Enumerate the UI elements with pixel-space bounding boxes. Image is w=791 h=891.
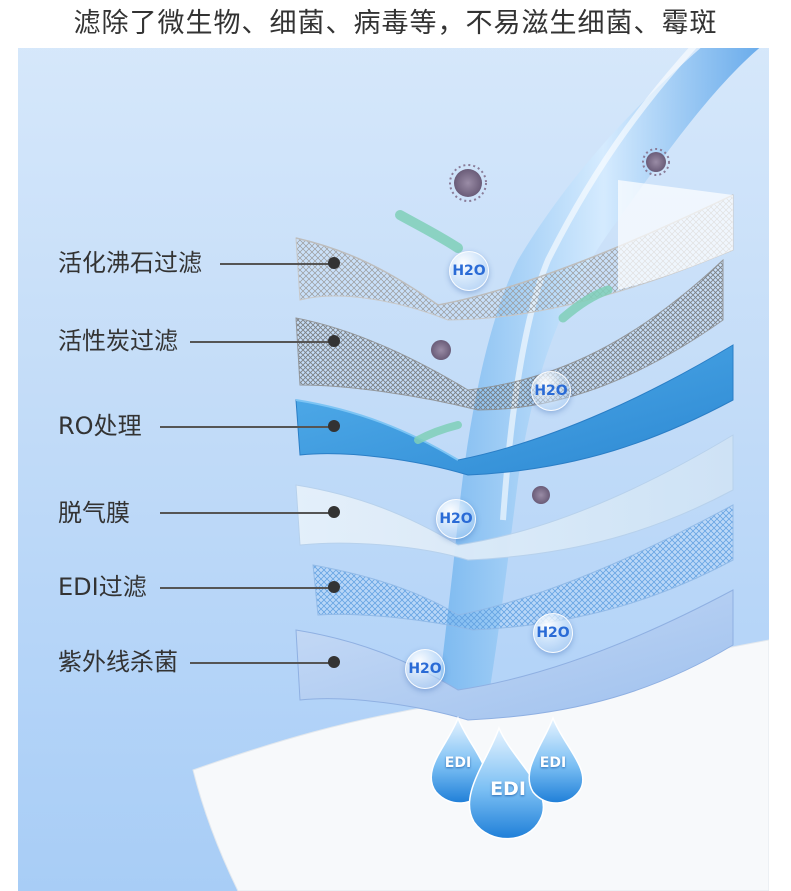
leader-line [220,263,334,265]
layer-label-zeolite: 活化沸石过滤 [58,249,202,277]
bacteria-icon [395,210,613,444]
layer-label-uv-sterilization: 紫外线杀菌 [58,648,178,676]
leader-line [190,341,334,343]
water-molecule-icon: H2O [449,251,489,291]
layer-label-edi: EDI过滤 [58,573,147,601]
edi-drop-label: EDI [444,755,472,771]
filter-layers-artwork [192,0,769,891]
layer-marker-dot [328,581,340,593]
headline: 滤除了微生物、细菌、病毒等，不易滋生细菌、霉斑 [0,0,791,48]
layer-label-activated-carbon: 活性炭过滤 [58,327,178,355]
leader-line [160,426,334,428]
edi-drop-label: EDI [539,755,567,771]
layer-marker-dot [328,506,340,518]
water-molecule-icon: H2O [531,371,571,411]
leader-line [190,662,334,664]
leader-line [160,587,334,589]
layer-marker-dot [328,335,340,347]
germ-icon [431,148,670,504]
layer-label-ro: RO处理 [58,412,142,440]
layer-marker-dot [328,420,340,432]
filtration-illustration: 活化沸石过滤 活性炭过滤 RO处理 脱气膜 EDI过滤 紫外线杀菌 H2O H2… [18,0,769,891]
water-molecule-icon: H2O [533,613,573,653]
leader-line [160,512,334,514]
edi-drop-label: EDI [490,778,526,800]
water-molecule-icon: H2O [405,649,445,689]
layer-label-degassing-membrane: 脱气膜 [58,499,130,527]
water-molecule-icon: H2O [436,499,476,539]
layer-marker-dot [328,257,340,269]
layer-marker-dot [328,656,340,668]
